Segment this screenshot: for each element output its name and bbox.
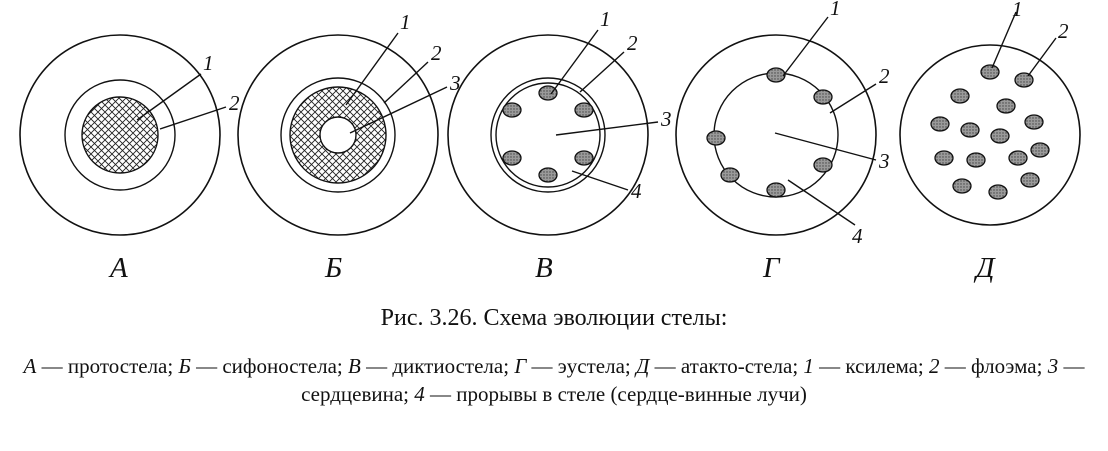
- label-1: 1: [1012, 0, 1023, 21]
- legend-key-3: 3: [1047, 354, 1059, 378]
- figure-legend: А — протостела; Б — сифоностела; В — дик…: [0, 352, 1108, 408]
- panel-letter: А: [108, 252, 128, 284]
- label-3: 3: [878, 149, 890, 173]
- legend-key-e: Д: [635, 354, 650, 378]
- panel-d-eustele: 1 2 3 4 Г: [675, 0, 890, 284]
- legend-key-a: А: [23, 354, 37, 378]
- label-3: 3: [660, 107, 672, 131]
- legend-line-1: А — протостела; Б — сифоностела; В — дик…: [23, 354, 1085, 406]
- vascular-bundles: [706, 67, 833, 198]
- label-2: 2: [879, 64, 890, 88]
- panel-letter: В: [535, 252, 553, 284]
- xylem-core: [81, 96, 159, 174]
- label-1: 1: [830, 0, 841, 20]
- scattered-bundles: [930, 64, 1050, 200]
- label-2: 2: [627, 31, 638, 55]
- label-3: 3: [449, 71, 461, 95]
- legend-key-4: 4: [414, 382, 425, 406]
- stele-evolution-diagram: 1 2 А 1 2 3 Б 1 2 3: [19, 0, 1081, 284]
- panel-letter: Б: [324, 252, 342, 284]
- panel-b-siphonostele: 1 2 3 Б: [237, 10, 461, 284]
- label-2: 2: [1058, 19, 1069, 43]
- legend-key-1: 1: [803, 354, 814, 378]
- panel-letter: Д: [973, 252, 996, 284]
- label-1: 1: [203, 51, 214, 75]
- label-1: 1: [600, 7, 611, 31]
- panel-c-dictyostele: 1 2 3 4 В: [447, 7, 672, 284]
- label-4: 4: [852, 224, 863, 248]
- label-2: 2: [229, 91, 240, 115]
- panel-e-atactostele: 1 2 Д: [899, 0, 1081, 284]
- legend-key-c: В: [347, 354, 361, 378]
- pith: [319, 116, 357, 154]
- label-1: 1: [400, 10, 411, 34]
- legend-key-b: Б: [178, 354, 191, 378]
- panel-letter: Г: [762, 252, 781, 284]
- label-4: 4: [631, 179, 642, 203]
- figure-caption-title: Рис. 3.26. Схема эволюции стелы:: [380, 305, 728, 331]
- panel-a-protostele: 1 2 А: [19, 34, 240, 284]
- legend-key-d: Г: [514, 354, 527, 378]
- vascular-bundles: [502, 85, 594, 183]
- legend-key-2: 2: [929, 354, 940, 378]
- label-2: 2: [431, 41, 442, 65]
